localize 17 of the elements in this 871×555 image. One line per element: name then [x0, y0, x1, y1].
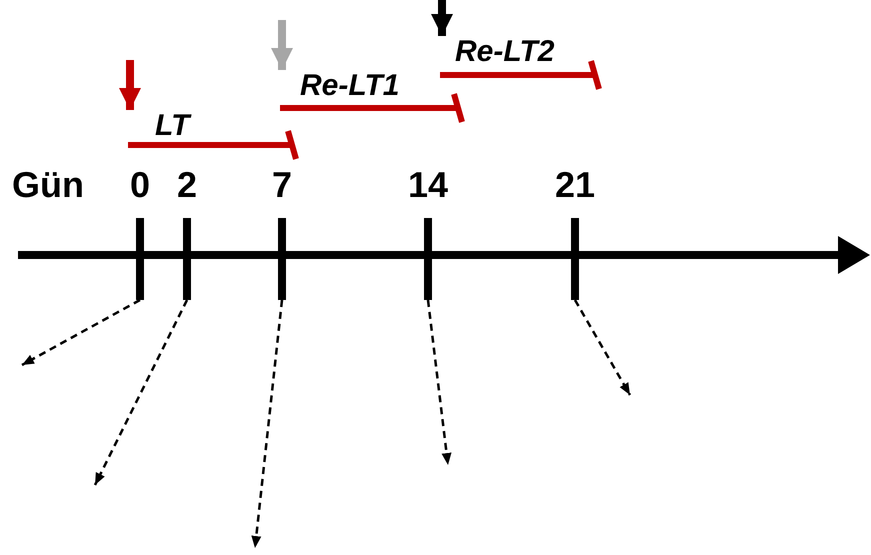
day-number: 14: [406, 165, 450, 205]
arrow: [119, 60, 141, 110]
dashed-arrow: [94, 299, 188, 486]
treatment-label: Re-LT2: [455, 36, 554, 68]
day-number: 2: [176, 165, 198, 205]
arrow: [271, 20, 293, 70]
day-number: 21: [554, 165, 596, 205]
dashed-arrow: [21, 298, 141, 366]
treatment-label: LT: [155, 110, 190, 142]
dashed-arrow: [426, 300, 452, 466]
axis-label: Gün: [12, 165, 84, 205]
day-number: 7: [270, 165, 294, 205]
dashed-arrow: [574, 299, 632, 396]
treatment-label: Re-LT1: [300, 70, 400, 102]
dashed-arrow: [251, 300, 284, 548]
day-number: 0: [128, 165, 152, 205]
arrow: [431, 0, 453, 36]
